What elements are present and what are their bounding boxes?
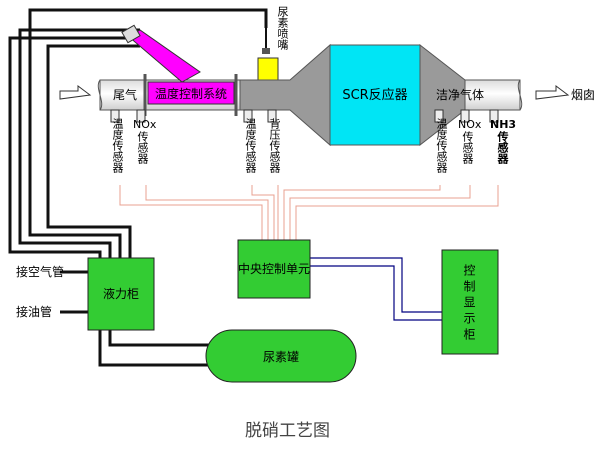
temp-sensor-3-label: 温度传感器 xyxy=(435,118,448,173)
temp-control-label: 温度控制系统 xyxy=(155,86,227,101)
oil-pipe-label: 接油管 xyxy=(16,304,52,319)
air-pipe-label: 接空气管 xyxy=(16,264,64,279)
temp-sensor-2-label: 温度传感器 xyxy=(244,118,257,173)
nox-sensor-1: NOx 传感器 xyxy=(133,118,163,164)
urea-tank: 尿素罐 xyxy=(205,329,357,383)
urea-nozzle xyxy=(257,28,279,81)
scr-reactor-label: SCR反应器 xyxy=(342,87,407,103)
control-lines xyxy=(8,8,268,367)
nox-sensor-1-sub-text: 传感器 xyxy=(136,131,149,164)
nox-sensor-2-sub-text: 传感器 xyxy=(461,131,474,164)
nox-sensor-2: NOx 传感器 xyxy=(458,118,488,164)
nh3-sensor: NH3 传感器 xyxy=(490,118,524,164)
sensor-stubs xyxy=(110,109,499,123)
urea-tank-label: 尿素罐 xyxy=(263,350,299,364)
clean-gas-label: 洁净气体 xyxy=(436,87,484,102)
hydraulic-cabinet: 液力柜 xyxy=(87,257,155,331)
nox-sensor-2-title-text: NOx xyxy=(458,118,482,131)
temp-control-system: 温度控制系统 xyxy=(121,24,235,105)
urea-nozzle-label: 尿素喷嘴 xyxy=(276,6,289,50)
hydraulic-cabinet-label: 液力柜 xyxy=(103,286,139,301)
central-control-unit: 中央控制单元 xyxy=(237,239,311,299)
tail-gas-label: 尾气 xyxy=(113,87,137,102)
caption: 脱硝工艺图 xyxy=(245,421,330,441)
temp-sensor-1-label: 温度传感器 xyxy=(111,118,124,173)
inlet-arrow xyxy=(59,85,92,100)
control-display-cabinet-label: 控制显示柜 xyxy=(462,264,476,344)
display-signal-lines xyxy=(310,257,442,321)
central-control-unit-label: 中央控制单元 xyxy=(238,261,310,276)
chimney-label: 烟囱 xyxy=(571,88,595,102)
control-display-cabinet xyxy=(441,249,499,355)
nox-sensor-1-title-text: NOx xyxy=(133,118,157,131)
nh3-sensor-title-text: NH3 xyxy=(490,118,517,131)
outlet-arrow xyxy=(535,85,570,100)
nh3-sensor-sub-text: 传感器 xyxy=(496,131,509,164)
scr-reactor: SCR反应器 xyxy=(239,43,466,147)
back-pressure-sensor-label: 背压传感器 xyxy=(268,118,281,173)
sensor-signal-lines xyxy=(119,185,499,240)
